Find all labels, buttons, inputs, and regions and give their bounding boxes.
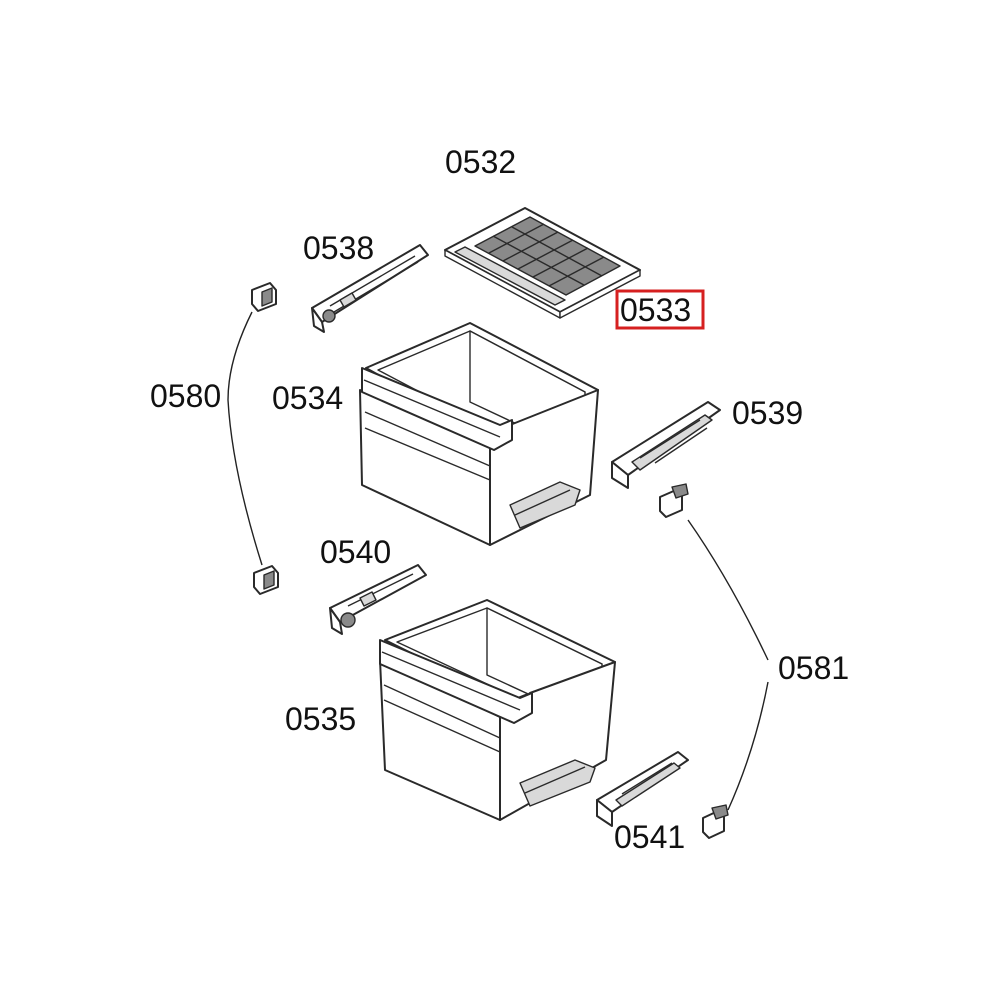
label-0540: 0540 (320, 534, 391, 570)
part-0538-left-rail-upper[interactable] (311, 244, 429, 333)
part-0581-right-clip-upper[interactable] (659, 483, 689, 518)
label-0534: 0534 (272, 380, 343, 416)
part-0532-grille-cover[interactable] (444, 207, 641, 319)
label-0538: 0538 (303, 230, 374, 266)
leader-0581-upper (687, 519, 769, 661)
leader-0580 (227, 311, 263, 566)
part-0535-lower-drawer[interactable] (379, 599, 616, 821)
part-0581-right-clip-lower[interactable] (702, 804, 729, 839)
label-0532: 0532 (445, 144, 516, 180)
label-0535: 0535 (285, 701, 356, 737)
highlight-box-0533 (615, 289, 705, 330)
label-0533[interactable]: 0533 (620, 292, 691, 328)
part-0580-left-clip-upper[interactable] (251, 282, 277, 312)
part-0540-left-rail-lower[interactable] (329, 564, 427, 635)
grille-grid-lines (488, 223, 605, 287)
part-0580-left-clip-lower[interactable] (253, 565, 279, 595)
part-0539-right-rail-upper[interactable] (611, 401, 721, 489)
label-0580: 0580 (150, 378, 221, 414)
part-0541-right-rail-lower[interactable] (596, 751, 689, 827)
label-0539: 0539 (732, 395, 803, 431)
label-0541: 0541 (614, 819, 685, 855)
label-0581: 0581 (778, 650, 849, 686)
part-0534-upper-drawer[interactable] (359, 322, 599, 546)
leader-0581-lower (727, 681, 769, 811)
